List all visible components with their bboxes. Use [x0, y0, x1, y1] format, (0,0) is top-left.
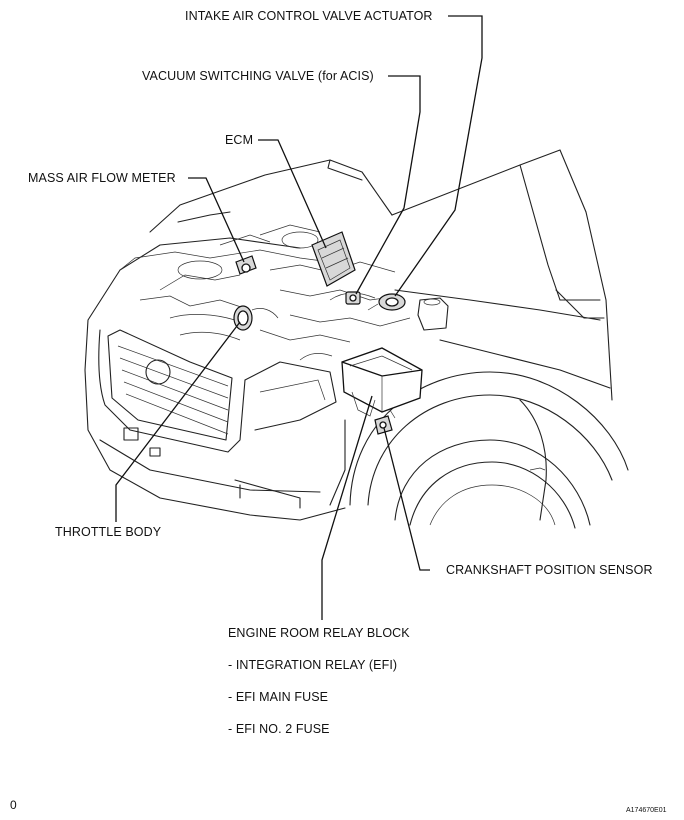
- label-efi-no2-fuse: - EFI NO. 2 FUSE: [228, 722, 330, 736]
- intake-air-control-valve-actuator: [367, 293, 406, 311]
- leader-vacuum-switching-valve: [355, 75, 421, 295]
- label-efi-main-fuse: - EFI MAIN FUSE: [228, 690, 329, 704]
- engine-room-relay-block: [341, 347, 423, 419]
- ecm-unit: [311, 231, 356, 287]
- label-ecm: ECM: [225, 133, 254, 147]
- leader-mass-air-flow-meter: [188, 177, 245, 263]
- vacuum-switching-valve: [345, 291, 361, 305]
- vehicle-body-outline: [84, 149, 629, 529]
- leader-engine-room-relay-block: [321, 395, 373, 620]
- leader-lines: [115, 15, 483, 620]
- label-intake-air-control-valve-actuator: INTAKE AIR CONTROL VALVE ACTUATOR: [185, 9, 433, 23]
- label-engine-room-relay-block: ENGINE ROOM RELAY BLOCK: [228, 626, 410, 640]
- label-integration-relay: - INTEGRATION RELAY (EFI): [228, 658, 398, 672]
- label-mass-air-flow-meter: MASS AIR FLOW METER: [28, 171, 176, 185]
- crankshaft-position-sensor: [374, 415, 393, 435]
- leader-crankshaft-position-sensor: [383, 427, 430, 571]
- leader-throttle-body: [115, 321, 241, 522]
- label-vacuum-switching-valve: VACUUM SWITCHING VALVE (for ACIS): [142, 69, 374, 83]
- leader-ecm: [258, 139, 327, 249]
- leader-intake-air-control-valve-actuator: [394, 15, 483, 297]
- corner-mark: 0: [10, 798, 17, 812]
- label-throttle-body: THROTTLE BODY: [55, 525, 162, 539]
- throttle-body: [233, 305, 279, 331]
- mass-air-flow-meter: [235, 255, 257, 275]
- label-crankshaft-position-sensor: CRANKSHAFT POSITION SENSOR: [446, 563, 653, 577]
- figure-id: A174670E01: [626, 807, 667, 814]
